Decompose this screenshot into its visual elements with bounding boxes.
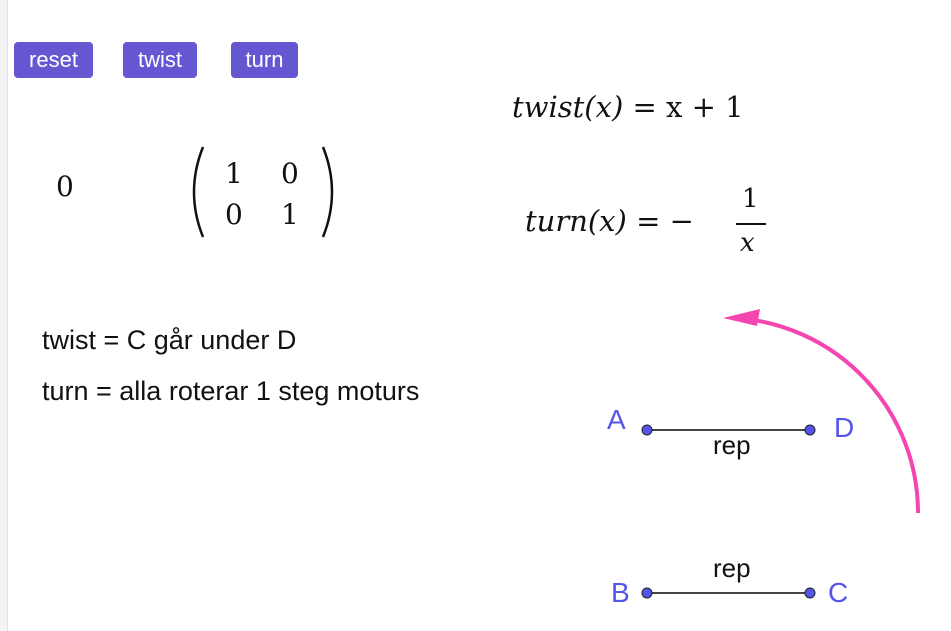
label-a: A (607, 404, 626, 435)
twist-formula: twist(x) = x + 1 (512, 90, 744, 124)
point-b (641, 587, 653, 599)
label-b: B (611, 577, 630, 608)
counter-value: 0 (56, 170, 74, 203)
matrix-b: 0 (281, 157, 299, 190)
turn-description: turn = alla roterar 1 steg moturs (42, 376, 420, 406)
twist-description: twist = C går under D (42, 325, 297, 355)
matrix-c: 0 (225, 198, 243, 231)
turn-formula: turn(x) = − (525, 204, 694, 238)
matrix-a: 1 (225, 157, 243, 190)
segment-label-bottom: rep (713, 553, 751, 583)
point-a (641, 424, 653, 436)
rotation-arrow-arc (734, 316, 921, 514)
turn-denominator: x (740, 228, 755, 258)
matrix: 1 0 0 1 (183, 143, 343, 241)
fraction-bar (736, 223, 766, 225)
left-panel-border (0, 0, 8, 631)
point-c (804, 587, 816, 599)
reset-button[interactable]: reset (14, 42, 93, 78)
segment-label-top: rep (713, 430, 751, 460)
arrow-head-icon (723, 309, 760, 326)
turn-numerator: 1 (742, 184, 759, 214)
point-d (804, 424, 816, 436)
label-d: D (834, 412, 855, 443)
matrix-d: 1 (281, 198, 299, 231)
twist-button[interactable]: twist (123, 42, 197, 78)
turn-button[interactable]: turn (231, 42, 298, 78)
matrix-brackets (192, 146, 334, 238)
label-c: C (828, 577, 849, 608)
